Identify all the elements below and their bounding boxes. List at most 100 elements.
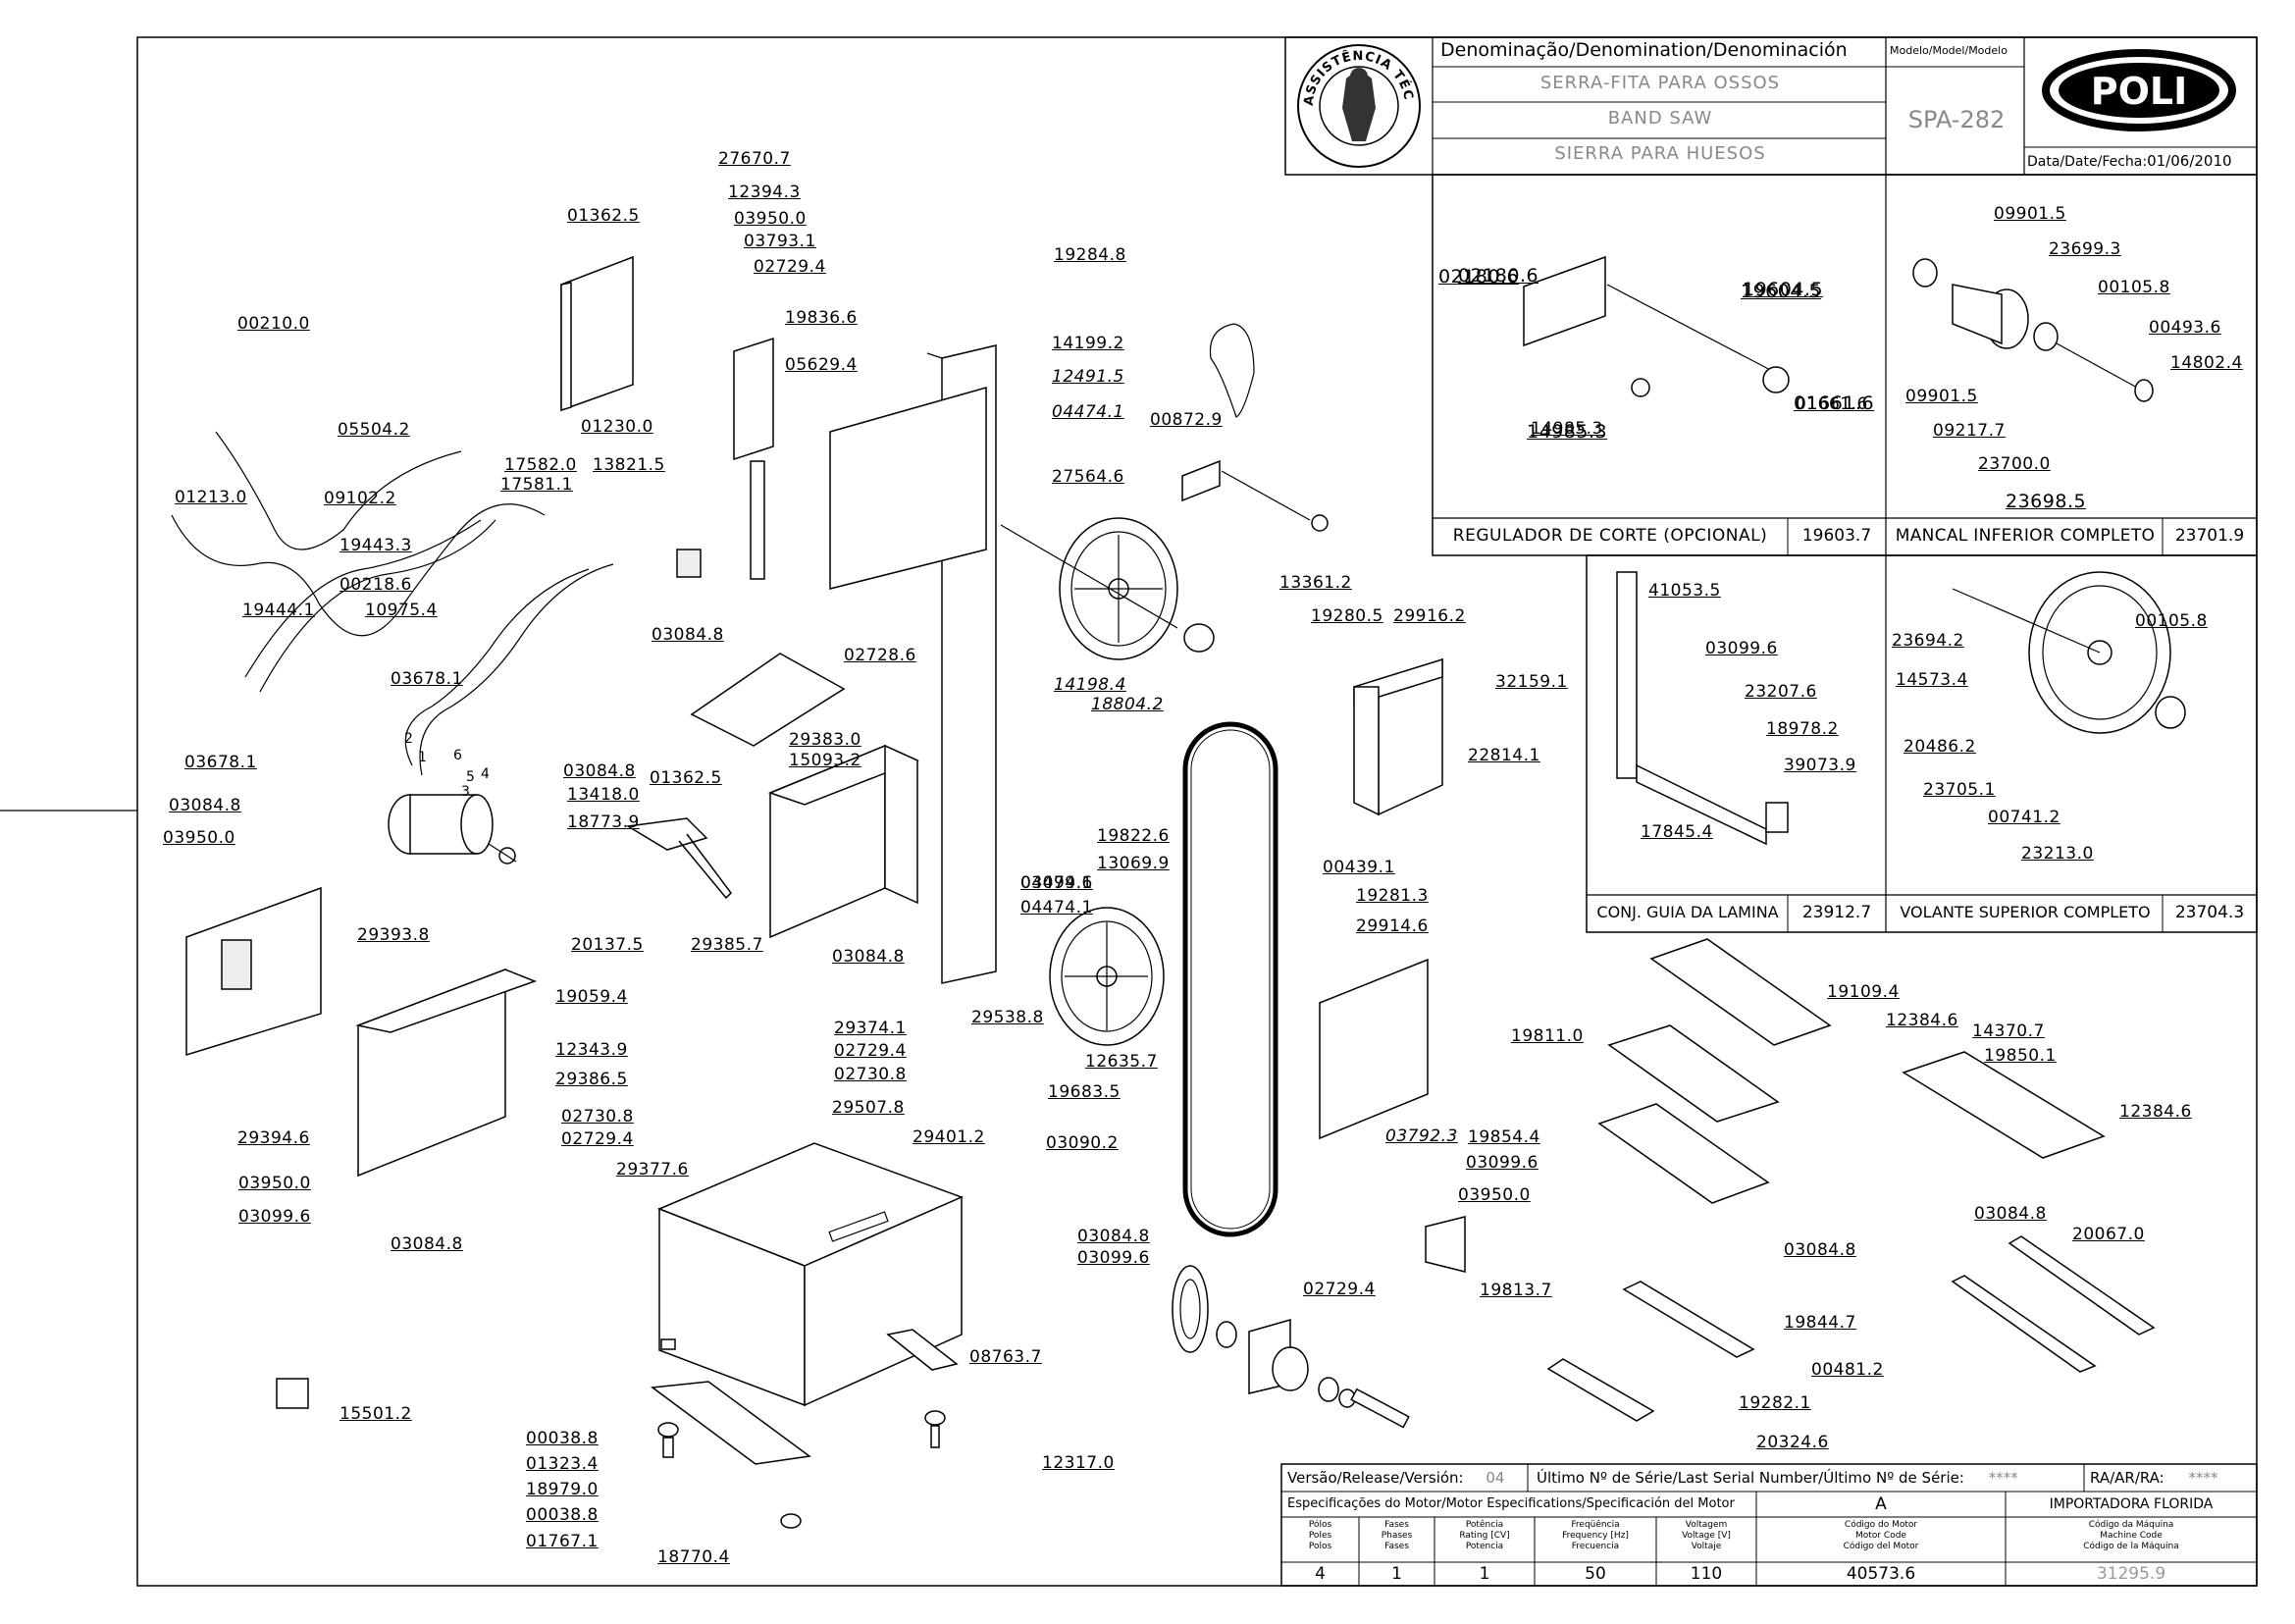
- part-callout: 19836.6: [785, 308, 858, 328]
- part-callout: 23700.0: [1978, 454, 2051, 474]
- part-callout: 18770.4: [657, 1547, 730, 1567]
- main-exploded-view: [171, 255, 2186, 1529]
- part-callout: 18978.2: [1766, 719, 1839, 739]
- lower-cover: [1319, 958, 1429, 1140]
- part-callout: 02180.6: [1458, 265, 1539, 287]
- part-callout: 17845.4: [1641, 822, 1713, 842]
- upper-left-bracket: [560, 255, 634, 412]
- part-callout: 3: [461, 784, 471, 800]
- band-blade: [1182, 721, 1278, 1237]
- part-callout: 00210.0: [237, 314, 310, 334]
- part-callout: 09901.5: [1994, 204, 2066, 224]
- part-callout: 00105.8: [2135, 611, 2208, 631]
- part-callout: 03084.8: [1784, 1240, 1856, 1260]
- machine-name-es: SIERRA PARA HUESOS: [1554, 143, 1766, 164]
- title-block: ASSISTÊNCIA TÉCNICA AUTORIZADA POLI: [0, 0, 2258, 176]
- part-callout: 19281.3: [1356, 886, 1429, 906]
- date-label: Data/Date/Fecha:01/06/2010: [2027, 152, 2255, 170]
- part-callout: 02730.8: [834, 1065, 907, 1084]
- part-callout: 05504.2: [338, 420, 410, 440]
- part-callout: 29538.8: [971, 1008, 1044, 1027]
- part-callout: 02729.4: [1303, 1280, 1376, 1299]
- part-callout: 23694.2: [1892, 631, 1964, 651]
- frequency-value: 50: [1585, 1564, 1606, 1584]
- part-callout: 03678.1: [184, 753, 257, 772]
- version-value: 04: [1486, 1469, 1505, 1487]
- svg-text:ASSISTÊNCIA TÉCNICA AUTORIZADA: ASSISTÊNCIA TÉCNICA AUTORIZADA: [0, 0, 1416, 106]
- poli-logo: POLI: [2042, 49, 2236, 131]
- subassembly-name: MANCAL INFERIOR COMPLETO: [1895, 526, 2156, 546]
- svg-text:POLI: POLI: [2091, 70, 2188, 113]
- part-callout: 14985.3: [1527, 421, 1608, 443]
- part-callout: 00741.2: [1988, 808, 2060, 827]
- subassembly-panels: [1432, 174, 2258, 933]
- voltage-value: 110: [1690, 1564, 1723, 1584]
- part-callout: 02180.6: [1438, 266, 1520, 288]
- part-callout: 10975.4: [365, 601, 438, 620]
- part-callout: 29385.7: [691, 935, 763, 955]
- part-callout: 1: [418, 750, 428, 765]
- top-cover-plate: [690, 653, 846, 747]
- part-callout: 00481.2: [1811, 1360, 1884, 1380]
- part-callout: 04474.1: [1052, 402, 1124, 422]
- base-cabinet: [657, 1142, 965, 1407]
- part-callout: 03099.6: [1705, 639, 1778, 658]
- part-callout: 03084.8: [652, 625, 724, 645]
- col-machine-code-header: Código da Máquina Machine Code Código de…: [2083, 1520, 2179, 1551]
- importer-name: IMPORTADORA FLORIDA: [2049, 1496, 2214, 1512]
- part-callout: 00218.6: [339, 575, 412, 595]
- upper-wheel: [1000, 517, 1215, 660]
- part-callout: 01661.6: [1794, 393, 1875, 414]
- upper-wheel-inset-parts: [1952, 571, 2186, 734]
- blade-guide-inset-parts: [1616, 571, 1789, 846]
- part-callout: 09901.5: [1905, 387, 1978, 406]
- part-callout: 15501.2: [339, 1404, 412, 1424]
- ra-value: ****: [2188, 1469, 2218, 1487]
- part-callout: 13361.2: [1279, 573, 1352, 593]
- part-callout: 19109.4: [1827, 982, 1900, 1002]
- part-callout: 04474.1: [1020, 898, 1093, 917]
- part-callout: 14985.3: [1531, 419, 1603, 439]
- part-callout: 03099.6: [1020, 873, 1093, 893]
- part-callout: 19604.5: [1743, 279, 1824, 300]
- part-callout: 19844.7: [1784, 1313, 1856, 1333]
- part-callout: 13418.0: [567, 785, 640, 805]
- part-callout: 12384.6: [2119, 1102, 2192, 1122]
- part-callout: 29401.2: [913, 1127, 985, 1147]
- motor-spec-block: [1280, 1463, 2258, 1587]
- part-callout: 19444.1: [242, 601, 315, 620]
- part-callout: 00105.8: [2098, 278, 2170, 297]
- part-callout: 03084.8: [1974, 1204, 2047, 1224]
- guide-bar: [750, 460, 765, 580]
- motor-code-value: 40573.6: [1846, 1564, 1916, 1584]
- bottom-rail: [651, 1381, 811, 1465]
- part-callout: 03090.2: [1046, 1133, 1119, 1153]
- model-header: Modelo/Model/Modelo: [1890, 44, 2008, 57]
- poles-value: 4: [1315, 1564, 1326, 1584]
- subassembly-name: REGULADOR DE CORTE (OPCIONAL): [1452, 526, 1768, 546]
- part-callout: 09102.2: [324, 489, 396, 508]
- col-power-header: Potência Rating [CV] Potencia: [1459, 1520, 1510, 1551]
- part-callout: 01362.5: [650, 768, 722, 788]
- part-callout: 18773.9: [567, 812, 640, 832]
- machine-name-en: BAND SAW: [1607, 108, 1713, 129]
- ra-caption: RA/AR/RA:: [2090, 1469, 2165, 1487]
- regulator-inset-parts: [1181, 255, 1790, 532]
- upper-plate: [829, 387, 987, 590]
- part-callout: 15093.2: [789, 751, 861, 770]
- col-poles-header: Pólos Poles Polos: [1308, 1520, 1332, 1551]
- part-callout: 29394.6: [237, 1128, 310, 1148]
- part-callout: 41053.5: [1648, 581, 1721, 601]
- part-callout: 29914.6: [1356, 917, 1429, 936]
- part-callout: 12384.6: [1886, 1011, 1958, 1030]
- part-callout: 03084.8: [1077, 1227, 1150, 1246]
- machine-code-value: 31295.9: [2096, 1564, 2166, 1584]
- subassembly-code: 23701.9: [2174, 526, 2245, 546]
- motor-revision: A: [1875, 1494, 1887, 1514]
- sliding-table: [1902, 1051, 2106, 1159]
- part-callout: 2: [404, 731, 414, 747]
- part-callout: 29386.5: [555, 1070, 628, 1089]
- part-callout: 12317.0: [1042, 1453, 1115, 1473]
- serial-label: Último Nº de Série/Last Serial Number/Úl…: [1537, 1469, 2018, 1487]
